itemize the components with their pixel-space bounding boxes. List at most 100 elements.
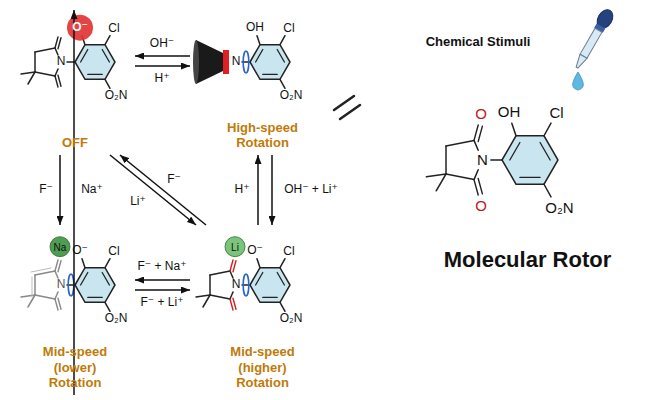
bond-line (28, 72, 35, 84)
bond-line (203, 295, 210, 307)
atom-label: N (232, 55, 241, 68)
equilibrium-arrow (59, 155, 61, 225)
bond-line (277, 273, 284, 285)
bond-line (263, 297, 277, 298)
benzene-ring (250, 45, 290, 80)
bond-line (105, 259, 110, 268)
bond-line (58, 298, 61, 309)
bond-line (257, 259, 260, 268)
atom-label: N (477, 152, 488, 169)
equilibrium-arrow (73, 10, 75, 395)
rotation-arrow (68, 274, 74, 296)
bond-line (277, 50, 284, 62)
atom-label: O₂N (105, 313, 128, 326)
bond-line (230, 260, 233, 271)
bond-line (280, 259, 285, 268)
atom-label: Cl (283, 245, 294, 258)
rotor-face (193, 40, 199, 84)
benzene-ring (502, 136, 558, 184)
bond-line (280, 79, 285, 88)
atom-label: OH (498, 104, 521, 121)
state-label: Mid-speed (higher) Rotation (218, 344, 308, 391)
reagent-label: F⁻ + Li⁺ (139, 296, 184, 309)
bond-line (544, 123, 551, 136)
bond-line (31, 268, 51, 272)
molecule-drawing (21, 15, 115, 89)
equilibrium-arrow (135, 279, 190, 281)
bond-line (102, 273, 109, 285)
bond-line (210, 295, 230, 299)
bond-line (474, 125, 478, 140)
bond-line (32, 277, 33, 297)
bond-line (474, 180, 478, 195)
bond-line (35, 48, 55, 52)
reagent-label: F⁻ (38, 183, 54, 196)
bond-line (230, 299, 233, 310)
rotor-bar (223, 50, 229, 74)
bond-line (88, 297, 102, 298)
bond-line (233, 261, 236, 272)
molecule-title: Molecular Rotor (444, 247, 611, 273)
equilibrium-arrow (110, 155, 196, 225)
benzene-ring (75, 268, 115, 303)
benzene-ring (250, 268, 290, 303)
bond-line (88, 74, 102, 75)
equilibrium-arrow (135, 55, 190, 57)
charge-highlight (67, 15, 93, 41)
atom-label: Cl (108, 22, 119, 35)
bond-line (35, 72, 55, 76)
atom-label: O₂N (105, 90, 128, 103)
bond-line (510, 143, 520, 160)
bond-line (233, 298, 236, 309)
bond-line (58, 38, 61, 49)
reagent-label: Li⁺ (129, 195, 147, 208)
bond-line (81, 273, 88, 285)
bond-line (105, 302, 110, 311)
equilibrium-arrow (271, 155, 273, 225)
reagent-label: F⁻ + Na⁺ (136, 260, 187, 273)
bond-line (34, 52, 36, 72)
state-label: Mid-speed (lower) Rotation (35, 344, 115, 391)
bond-line (474, 170, 478, 180)
molecule-drawing (426, 123, 558, 197)
bond-line (105, 79, 110, 88)
reagent-label: H⁺ (154, 72, 171, 85)
reagent-label: OH⁻ + Li⁺ (283, 183, 339, 196)
bond-line (58, 261, 61, 272)
bond-line (280, 302, 285, 311)
ion-label: Na (54, 241, 67, 252)
ion-sphere (225, 237, 245, 257)
bond-line (105, 36, 110, 45)
atom-label: O⁻ (247, 244, 263, 257)
atom-label: O₂N (280, 90, 303, 103)
atom-label: Cl (283, 22, 294, 35)
bond-line (55, 299, 58, 310)
state-label: OFF (62, 135, 88, 151)
equilibrium-arrow (257, 155, 259, 225)
atom-label: N (57, 278, 66, 291)
bond-line (81, 50, 88, 62)
bond-line (478, 178, 482, 193)
equals-sign (334, 96, 360, 119)
ion-label: Li (231, 241, 239, 252)
bond-line (256, 50, 263, 62)
equilibrium-arrow (135, 65, 190, 67)
rotation-arrow (243, 51, 249, 73)
atom-label: O⁻ (72, 21, 88, 34)
reagent-label: H⁺ (234, 183, 251, 196)
atom-label: O⁻ (72, 244, 88, 257)
bond-line (436, 174, 446, 191)
state-label: High-speed Rotation (213, 120, 313, 151)
equilibrium-arrow (120, 155, 206, 225)
atom-label: Cl (108, 245, 119, 258)
bond-line (209, 275, 211, 295)
rotation-arrow (243, 274, 249, 296)
reagent-label: F⁻ (166, 173, 182, 186)
reagent-label: OH⁻ (149, 37, 175, 50)
molecule-drawing (21, 237, 115, 312)
bond-line (34, 275, 36, 295)
bond-line (55, 37, 58, 48)
molecule-drawing (196, 237, 290, 312)
rotor-body (196, 40, 223, 84)
bond-line (474, 140, 478, 150)
